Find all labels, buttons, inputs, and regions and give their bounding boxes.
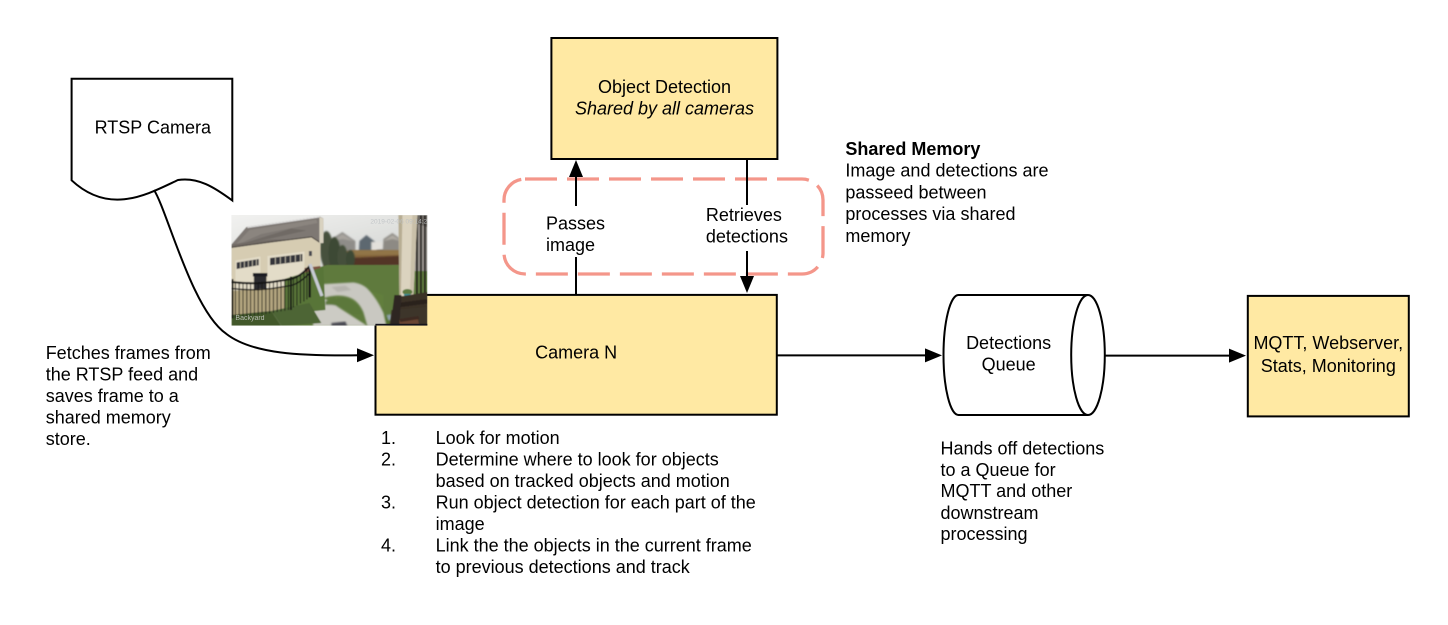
svg-text:Passes: Passes: [546, 214, 605, 234]
svg-text:to previous detections and tra: to previous detections and track: [436, 557, 691, 577]
svg-text:Retrieves: Retrieves: [706, 205, 782, 225]
svg-text:store.: store.: [46, 429, 91, 449]
svg-text:2.: 2.: [381, 450, 396, 470]
svg-text:downstream: downstream: [941, 503, 1039, 523]
svg-text:processes via shared: processes via shared: [845, 204, 1015, 224]
svg-text:Image and detections are: Image and detections are: [845, 161, 1048, 181]
svg-text:MQTT and other: MQTT and other: [941, 481, 1073, 501]
svg-text:2019-02-06 09:14:2: 2019-02-06 09:14:2: [370, 219, 427, 226]
svg-text:Hands off detections: Hands off detections: [941, 438, 1105, 458]
svg-text:shared memory: shared memory: [46, 407, 171, 427]
svg-text:Look for motion: Look for motion: [436, 428, 560, 448]
svg-text:passeed between: passeed between: [845, 182, 986, 202]
svg-text:Link the the objects in the cu: Link the the objects in the current fram…: [436, 536, 752, 556]
svg-text:memory: memory: [845, 226, 910, 246]
svg-text:image: image: [436, 514, 485, 534]
svg-text:Stats, Monitoring: Stats, Monitoring: [1261, 356, 1396, 376]
svg-text:4.: 4.: [381, 536, 396, 556]
svg-text:1.: 1.: [381, 428, 396, 448]
svg-text:RTSP Camera: RTSP Camera: [95, 118, 212, 138]
svg-text:Detections: Detections: [966, 333, 1051, 353]
svg-text:Determine where to look for ob: Determine where to look for objects: [436, 450, 719, 470]
svg-text:processing: processing: [941, 524, 1028, 544]
svg-text:Shared by all cameras: Shared by all cameras: [575, 99, 754, 119]
svg-text:to a Queue for: to a Queue for: [941, 460, 1056, 480]
svg-text:3.: 3.: [381, 493, 396, 513]
svg-text:Backyard: Backyard: [235, 315, 264, 322]
svg-text:Queue: Queue: [982, 355, 1036, 375]
svg-text:Camera N: Camera N: [535, 343, 617, 363]
svg-text:the RTSP feed and: the RTSP feed and: [46, 365, 198, 385]
svg-text:Run object detection for each: Run object detection for each part of th…: [436, 493, 756, 513]
svg-text:image: image: [546, 235, 595, 255]
svg-text:detections: detections: [706, 226, 788, 246]
svg-text:Object Detection: Object Detection: [598, 77, 731, 97]
svg-text:MQTT, Webserver,: MQTT, Webserver,: [1253, 333, 1403, 353]
svg-text:based on tracked objects and m: based on tracked objects and motion: [436, 471, 730, 491]
svg-text:saves frame to a: saves frame to a: [46, 386, 180, 406]
svg-text:Shared Memory: Shared Memory: [845, 139, 980, 159]
svg-text:Fetches frames from: Fetches frames from: [46, 343, 211, 363]
